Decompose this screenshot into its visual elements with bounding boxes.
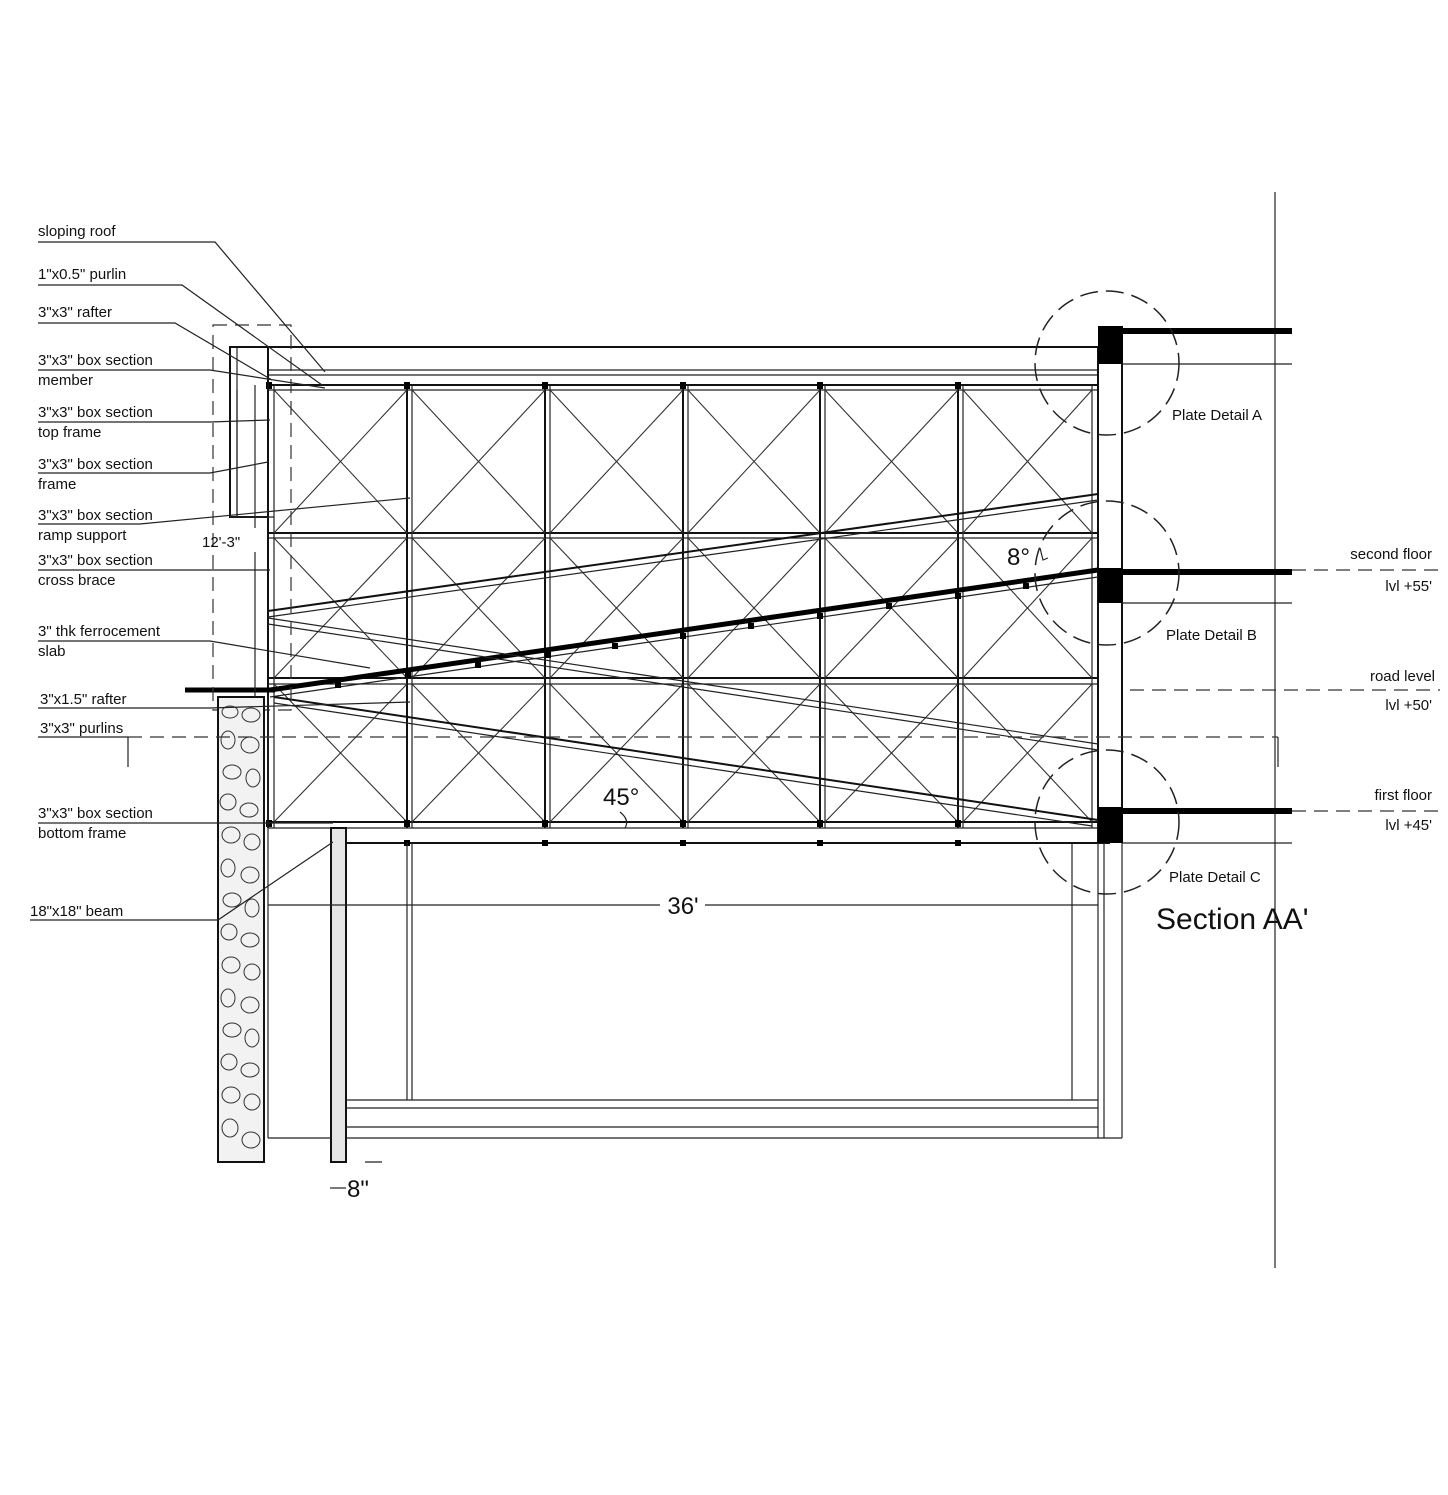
- leader-lines: [30, 241, 411, 921]
- label-purlins-3x3: 3"x3" purlins: [40, 720, 123, 737]
- label-box-top-frame-2: top frame: [38, 424, 101, 441]
- label-box-member: 3"x3" box section: [38, 352, 153, 369]
- label-box-ramp-support-2: ramp support: [38, 527, 127, 544]
- concrete-wall: [330, 827, 347, 1163]
- first-floor-label: first floor: [1374, 787, 1432, 804]
- plate-detail-labels: Plate Detail A Plate Detail B Plate Deta…: [1166, 407, 1262, 886]
- plate-detail-c-label: Plate Detail C: [1169, 869, 1261, 886]
- span-dimension: 36': [667, 893, 698, 920]
- wall-dimension: 8": [347, 1176, 369, 1203]
- stone-column: [217, 696, 265, 1163]
- label-box-ramp-support: 3"x3" box section: [38, 507, 153, 524]
- label-rafter-3x3: 3"x3" rafter: [38, 304, 112, 321]
- label-ferrocement-slab-2: slab: [38, 643, 66, 660]
- label-box-member-2: member: [38, 372, 93, 389]
- second-floor-level: lvl +55': [1385, 578, 1432, 595]
- label-box-bottom-frame-2: bottom frame: [38, 825, 126, 842]
- ramp-angle: 8°: [1007, 544, 1030, 571]
- level-labels: second floor lvl +55' road level lvl +50…: [1350, 546, 1435, 834]
- plate-detail-c-marker: [1034, 749, 1180, 895]
- height-dimension: 12'-3": [202, 534, 240, 551]
- label-box-bottom-frame: 3"x3" box section: [38, 805, 153, 822]
- second-floor-label: second floor: [1350, 546, 1432, 563]
- section-title: Section AA': [1156, 903, 1309, 936]
- label-purlin-1x05: 1"x0.5" purlin: [38, 266, 126, 283]
- adjacent-building: [127, 326, 1440, 844]
- plate-detail-a-marker: [1034, 290, 1180, 436]
- label-beam-18x18: 18"x18" beam: [30, 903, 123, 920]
- brace-angle: 45°: [603, 784, 639, 811]
- label-box-cross-brace: 3"x3" box section: [38, 552, 153, 569]
- label-box-cross-brace-2: cross brace: [38, 572, 116, 589]
- plate-detail-b-marker: [1034, 500, 1180, 646]
- dimension-labels: 36' 12'-3" 8" 8° 45°: [202, 534, 1030, 1203]
- label-rafter-3x15: 3"x1.5" rafter: [40, 691, 127, 708]
- plate-detail-a-label: Plate Detail A: [1172, 407, 1262, 424]
- label-box-frame-2: frame: [38, 476, 76, 493]
- ramps: [185, 493, 1099, 827]
- component-labels: sloping roof 1"x0.5" purlin 3"x3" rafter…: [30, 223, 161, 920]
- label-sloping-roof: sloping roof: [38, 223, 116, 240]
- label-box-frame: 3"x3" box section: [38, 456, 153, 473]
- dimension-lines: [254, 385, 1098, 1189]
- first-floor-level: lvl +45': [1385, 817, 1432, 834]
- plate-detail-b-label: Plate Detail B: [1166, 627, 1257, 644]
- ramp-slab: [269, 567, 1099, 693]
- left-structure: [212, 324, 1123, 1163]
- road-level-label: road level: [1370, 668, 1435, 685]
- label-box-top-frame: 3"x3" box section: [38, 404, 153, 421]
- label-ferrocement-slab: 3" thk ferrocement: [38, 623, 161, 640]
- road-level-value: lvl +50': [1385, 697, 1432, 714]
